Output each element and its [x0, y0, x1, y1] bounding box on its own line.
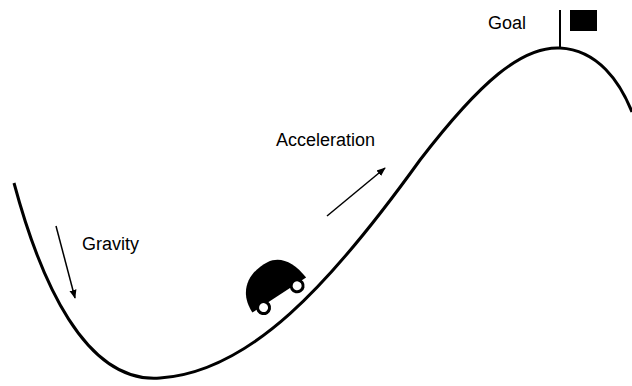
car: [234, 249, 311, 319]
acceleration-label: Acceleration: [276, 131, 375, 149]
gravity-arrow: [56, 226, 75, 298]
car-wheel: [289, 278, 306, 295]
gravity-label: Gravity: [82, 235, 139, 253]
flag-pole: [559, 10, 561, 48]
acceleration-arrow: [327, 168, 385, 216]
goal-flag: [570, 10, 597, 31]
car-wheel: [255, 299, 272, 316]
goal-label: Goal: [488, 14, 526, 32]
hill-curve: [14, 48, 632, 378]
car-body: [234, 249, 306, 313]
